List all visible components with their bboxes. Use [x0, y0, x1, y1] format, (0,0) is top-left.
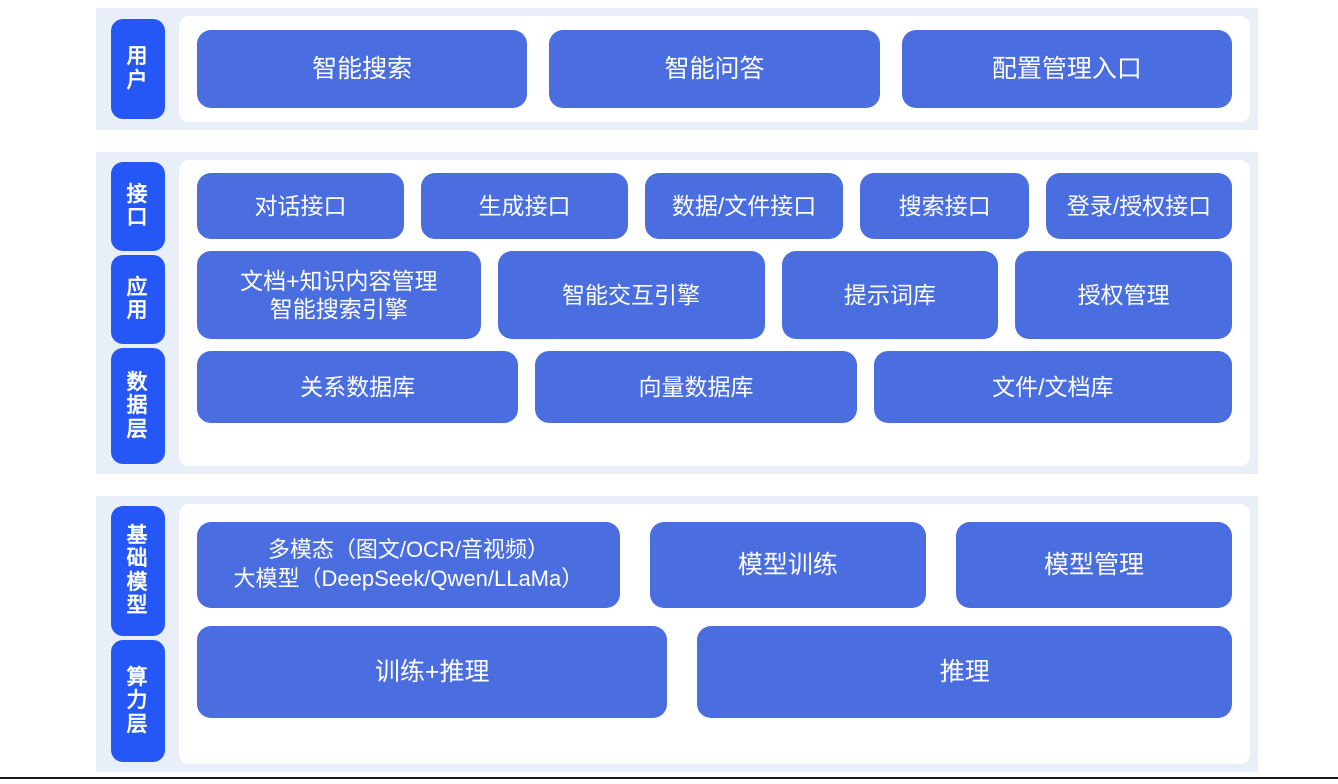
layer-label-interface: 接口 — [110, 162, 165, 251]
box-inference[interactable]: 推理 — [697, 626, 1232, 718]
box-multimodal-llm[interactable]: 多模态（图文/OCR/音视频） 大模型（DeepSeek/Qwen/LLaMa） — [197, 522, 620, 608]
box-dialog-api[interactable]: 对话接口 — [197, 173, 404, 239]
section-middle-band: 接口 应用 数据层 对话接口 生成接口 数据/文件接口 搜索接口 登录/授权接口… — [96, 152, 1258, 474]
box-search-api[interactable]: 搜索接口 — [860, 173, 1029, 239]
row-application: 文档+知识内容管理 智能搜索引擎 智能交互引擎 提示词库 授权管理 — [197, 251, 1232, 339]
layer-label-data: 数据层 — [110, 347, 165, 465]
layer-label-interface-text: 接口 — [126, 182, 149, 230]
box-data-file-api[interactable]: 数据/文件接口 — [644, 173, 844, 239]
row-foundation-model: 多模态（图文/OCR/音视频） 大模型（DeepSeek/Qwen/LLaMa）… — [197, 522, 1232, 608]
box-vector-db[interactable]: 向量数据库 — [535, 351, 857, 423]
box-auth-management[interactable]: 授权管理 — [1015, 251, 1232, 339]
box-login-auth-api[interactable]: 登录/授权接口 — [1045, 173, 1233, 239]
section-user-label-column: 用户 — [96, 16, 179, 122]
section-base-card: 多模态（图文/OCR/音视频） 大模型（DeepSeek/Qwen/LLaMa）… — [179, 504, 1250, 764]
layer-label-compute: 算力层 — [110, 639, 165, 762]
layer-label-application: 应用 — [110, 254, 165, 344]
row-compute-layer: 训练+推理 推理 — [197, 626, 1232, 718]
layer-label-user-text: 用户 — [126, 45, 149, 92]
box-interaction-engine[interactable]: 智能交互引擎 — [497, 251, 765, 339]
section-middle-label-column: 接口 应用 数据层 — [96, 160, 179, 466]
box-relational-db[interactable]: 关系数据库 — [197, 351, 519, 423]
box-train-and-infer[interactable]: 训练+推理 — [197, 626, 668, 718]
section-user-card: 智能搜索 智能问答 配置管理入口 — [179, 16, 1250, 122]
box-model-training[interactable]: 模型训练 — [649, 522, 926, 608]
box-file-doc-db[interactable]: 文件/文档库 — [873, 351, 1232, 423]
box-config-entry[interactable]: 配置管理入口 — [901, 30, 1232, 108]
box-model-management[interactable]: 模型管理 — [955, 522, 1232, 608]
layer-label-data-text: 数据层 — [126, 370, 149, 441]
row-user-entries: 智能搜索 智能问答 配置管理入口 — [197, 30, 1232, 108]
footer-rule — [0, 777, 1338, 779]
row-data-layer: 关系数据库 向量数据库 文件/文档库 — [197, 351, 1232, 423]
section-user-band: 用户 智能搜索 智能问答 配置管理入口 — [96, 8, 1258, 130]
section-base-band: 基础模型 算力层 多模态（图文/OCR/音视频） 大模型（DeepSeek/Qw… — [96, 496, 1258, 772]
box-smart-qa[interactable]: 智能问答 — [549, 30, 880, 108]
section-middle-card: 对话接口 生成接口 数据/文件接口 搜索接口 登录/授权接口 文档+知识内容管理… — [179, 160, 1250, 466]
layer-label-foundation-model-text: 基础模型 — [126, 523, 149, 618]
layer-label-compute-text: 算力层 — [126, 665, 149, 736]
row-interface: 对话接口 生成接口 数据/文件接口 搜索接口 登录/授权接口 — [197, 173, 1233, 239]
box-smart-search[interactable]: 智能搜索 — [197, 30, 528, 108]
layer-label-user: 用户 — [110, 19, 165, 119]
layer-label-application-text: 应用 — [126, 275, 149, 323]
box-doc-knowledge-management[interactable]: 文档+知识内容管理 智能搜索引擎 — [197, 251, 481, 339]
layer-label-foundation-model: 基础模型 — [110, 506, 165, 636]
box-prompt-library[interactable]: 提示词库 — [781, 251, 999, 339]
box-generate-api[interactable]: 生成接口 — [420, 173, 628, 239]
section-base-label-column: 基础模型 算力层 — [96, 504, 179, 764]
